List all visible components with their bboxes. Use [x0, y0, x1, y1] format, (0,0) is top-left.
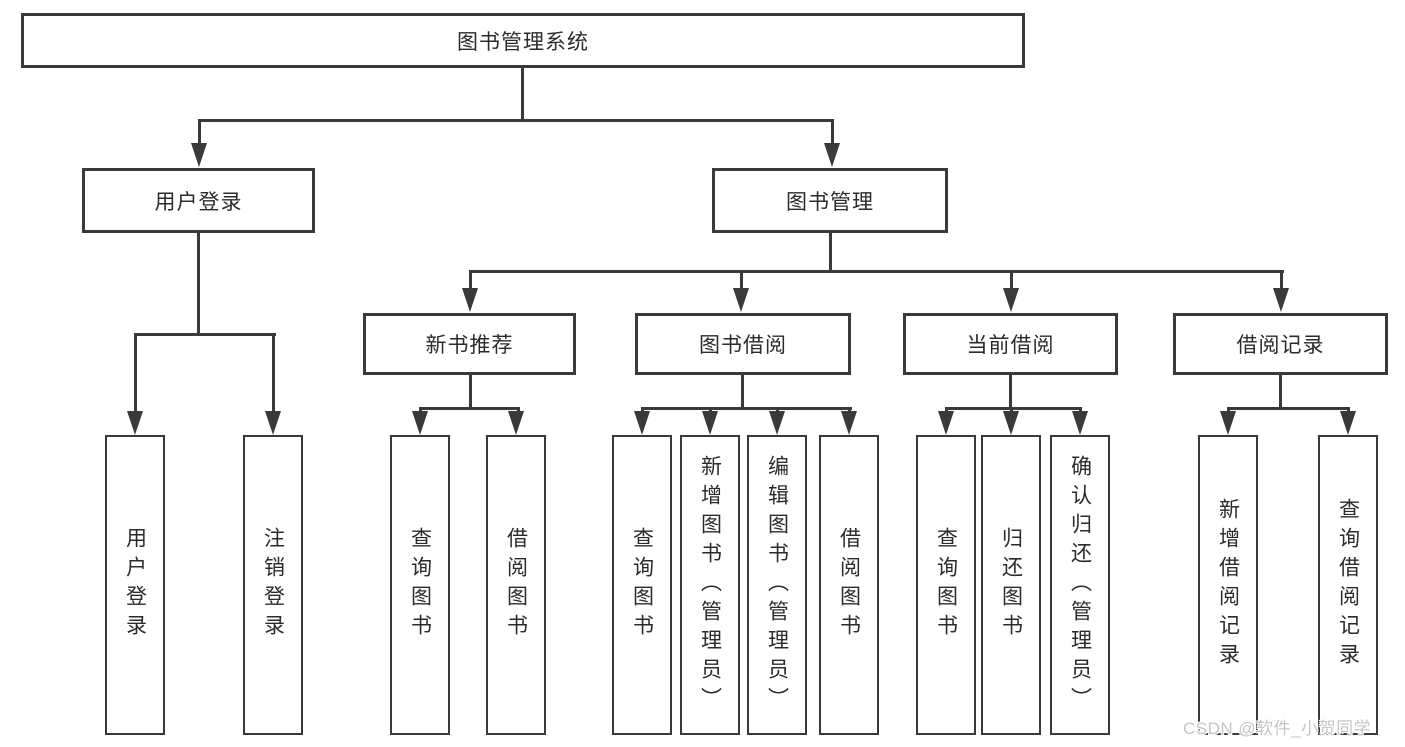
connector-line [641, 407, 644, 414]
connector-line [1347, 407, 1350, 414]
connector-line [469, 375, 472, 410]
node-label: 查询图书 [408, 527, 432, 643]
arrow-down-icon [841, 411, 857, 435]
connector-line [517, 407, 520, 414]
node-label: 用户登录 [154, 190, 243, 214]
arrow-down-icon [733, 288, 749, 312]
leaf-add-borrow-record: 新增借阅记录 [1198, 435, 1258, 735]
node-current-borrow: 当前借阅 [903, 313, 1118, 375]
node-root-system: 图书管理系统 [21, 13, 1025, 68]
leaf-add-books-admin: 新增图书（管理员） [680, 435, 740, 735]
connector-line [198, 119, 834, 122]
node-borrow-records: 借阅记录 [1173, 313, 1388, 375]
node-label: 图书管理 [786, 190, 874, 214]
leaf-query-books: 查询图书 [612, 435, 672, 735]
connector-line [1279, 375, 1282, 410]
connector-line [272, 333, 275, 415]
connector-line [419, 407, 520, 410]
node-label: 查询借阅记录 [1336, 498, 1360, 672]
connector-line [469, 270, 1284, 273]
leaf-borrow-books: 借阅图书 [819, 435, 879, 735]
node-label: 图书借阅 [699, 334, 787, 357]
leaf-query-borrow-record: 查询借阅记录 [1318, 435, 1378, 735]
connector-line [945, 407, 1082, 410]
connector-line [1079, 407, 1082, 414]
connector-line [134, 333, 276, 336]
connector-line [419, 407, 422, 414]
connector-line [1280, 270, 1283, 290]
arrow-down-icon [634, 411, 650, 435]
node-label: 新书推荐 [425, 334, 514, 357]
arrow-down-icon [1340, 411, 1356, 435]
arrow-down-icon [1003, 411, 1019, 435]
node-book-borrow: 图书借阅 [635, 313, 851, 375]
arrow-down-icon [1003, 288, 1019, 312]
arrow-down-icon [127, 411, 143, 435]
leaf-user-login: 用户登录 [105, 435, 165, 735]
node-label: 确认归还（管理员） [1068, 454, 1092, 716]
connector-line [134, 333, 137, 415]
arrow-down-icon [462, 288, 478, 312]
leaf-confirm-return-admin: 确认归还（管理员） [1050, 435, 1110, 735]
connector-line [469, 270, 472, 290]
node-new-book-recommend: 新书推荐 [363, 313, 576, 375]
connector-line [641, 407, 852, 410]
leaf-logout: 注销登录 [243, 435, 303, 735]
node-label: 图书管理系统 [457, 30, 589, 54]
connector-line [848, 407, 851, 414]
arrow-down-icon [824, 143, 840, 167]
connector-line [831, 119, 834, 147]
connector-line [945, 407, 948, 414]
connector-line [829, 233, 832, 273]
node-label: 编辑图书（管理员） [765, 454, 789, 716]
csdn-watermark: CSDN @软件_小贺同学 [1183, 719, 1372, 738]
arrow-down-icon [938, 411, 954, 435]
node-user-login: 用户登录 [82, 168, 315, 233]
arrow-down-icon [1220, 411, 1236, 435]
leaf-query-books: 查询图书 [390, 435, 450, 735]
connector-line [1010, 270, 1013, 290]
connector-line [741, 375, 744, 410]
arrow-down-icon [191, 143, 207, 167]
connector-line [197, 233, 200, 336]
connector-line [709, 407, 712, 414]
node-label: 归还图书 [999, 527, 1023, 643]
leaf-query-books: 查询图书 [916, 435, 976, 735]
arrow-down-icon [412, 411, 428, 435]
connector-line [776, 407, 779, 414]
connector-line [740, 270, 743, 290]
node-label: 借阅图书 [504, 527, 528, 643]
connector-line [1010, 407, 1013, 414]
node-label: 新增图书（管理员） [698, 454, 722, 716]
leaf-borrow-books: 借阅图书 [486, 435, 546, 735]
node-label: 借阅记录 [1236, 334, 1325, 357]
leaf-return-books: 归还图书 [981, 435, 1041, 735]
node-book-management: 图书管理 [712, 168, 948, 233]
node-label: 当前借阅 [966, 334, 1055, 357]
connector-line [1009, 375, 1012, 410]
node-label: 查询图书 [934, 527, 958, 643]
node-label: 新增借阅记录 [1216, 498, 1240, 672]
connector-line [1227, 407, 1230, 414]
node-label: 借阅图书 [837, 527, 861, 643]
node-label: 用户登录 [123, 527, 147, 643]
connector-line [521, 68, 524, 121]
arrow-down-icon [1072, 411, 1088, 435]
arrow-down-icon [508, 411, 524, 435]
node-label: 注销登录 [261, 527, 285, 643]
node-label: 查询图书 [630, 527, 654, 643]
connector-line [198, 119, 201, 147]
connector-line [1227, 407, 1350, 410]
leaf-edit-books-admin: 编辑图书（管理员） [747, 435, 807, 735]
arrow-down-icon [1273, 288, 1289, 312]
arrow-down-icon [702, 411, 718, 435]
arrow-down-icon [769, 411, 785, 435]
arrow-down-icon [265, 411, 281, 435]
